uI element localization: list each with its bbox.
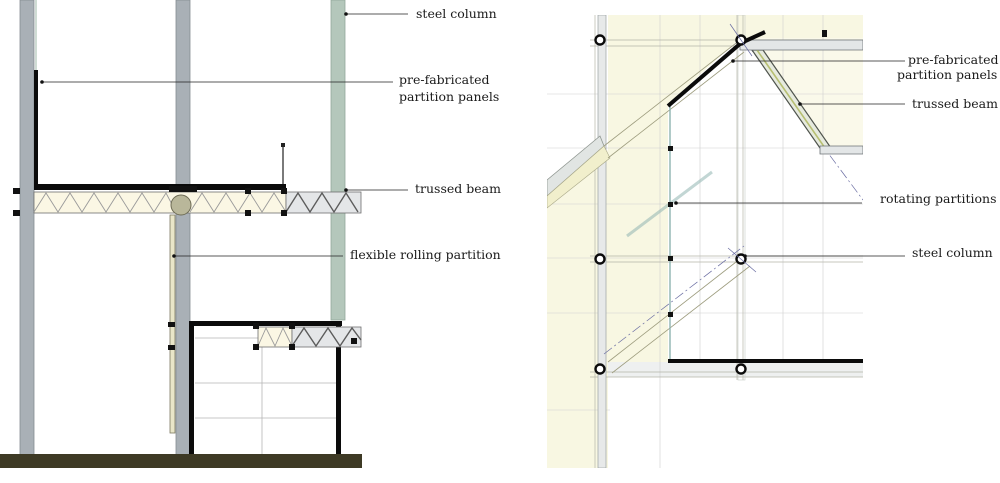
label-section-steel-column: steel column [416,6,497,21]
section-steel-column-left [19,0,35,456]
section-steel-column-right [330,0,346,321]
plan-steel-column [594,363,606,375]
section-lower-room [189,321,362,454]
label-plan-rotating-partitions: rotating partitions [880,191,997,206]
plan-view: pre-fabricated partition panels trussed … [547,15,999,468]
label-plan-partition-panels-2: partition panels [897,67,997,82]
section-steel-column-middle [175,0,191,456]
section-partition-panel-wall-upper [34,70,38,190]
label-section-rolling-partition: flexible rolling partition [350,247,501,262]
label-section-trussed-beam: trussed beam [415,181,501,196]
plan-steel-column [735,363,747,375]
plan-steel-column [594,253,606,265]
label-plan-partition-panels-1: pre-fabricated [908,52,999,67]
plan-steel-column [594,34,606,46]
label-plan-steel-column: steel column [912,245,993,260]
label-plan-trussed-beam: trussed beam [912,96,998,111]
section-trussed-beam-upper [13,186,362,216]
rolling-partition-drum [170,194,192,216]
plan-trussed-beam [739,30,863,155]
label-section-partition-panels-2: partition panels [399,89,499,104]
label-section-partition-panels-1: pre-fabricated [399,72,490,87]
section-view: steel column pre-fabricated partition pa… [0,0,501,468]
section-floor-slab-upper [34,184,286,190]
section-ground [0,454,362,468]
